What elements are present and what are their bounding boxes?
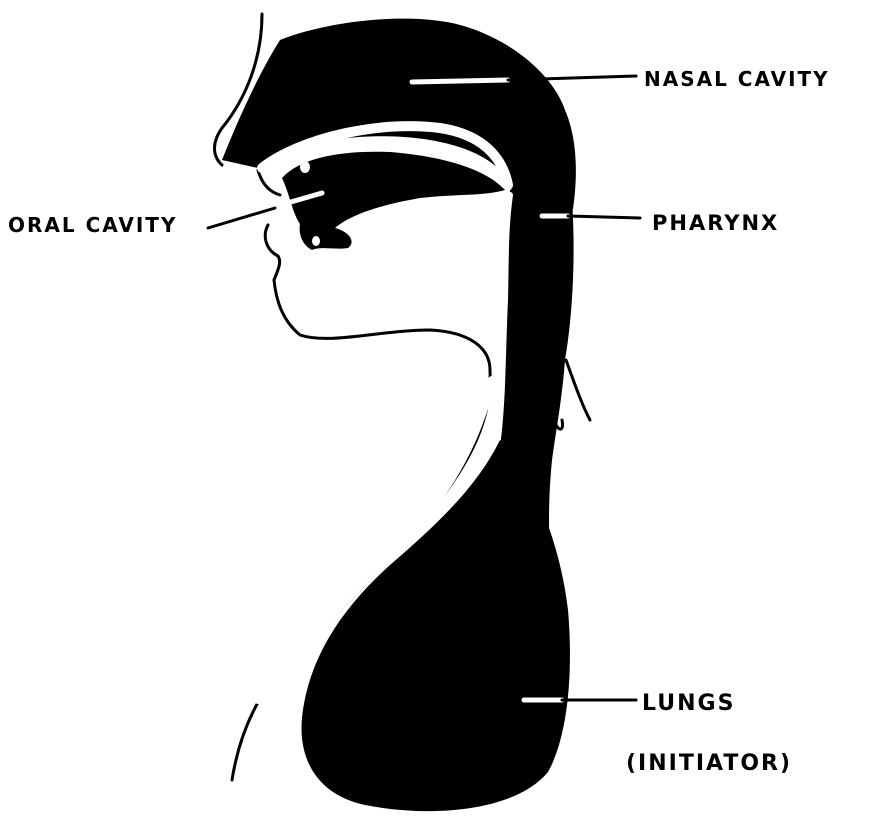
label-nasal-cavity: NASAL CAVITY bbox=[644, 67, 830, 91]
label-initiator: (INITIATOR) bbox=[626, 751, 792, 776]
label-lungs: LUNGS bbox=[642, 691, 735, 716]
label-oral-cavity: ORAL CAVITY bbox=[8, 213, 177, 237]
label-pharynx: PHARYNX bbox=[652, 211, 779, 235]
oral-cavity-region bbox=[282, 152, 505, 250]
airway-silhouette bbox=[222, 19, 576, 812]
